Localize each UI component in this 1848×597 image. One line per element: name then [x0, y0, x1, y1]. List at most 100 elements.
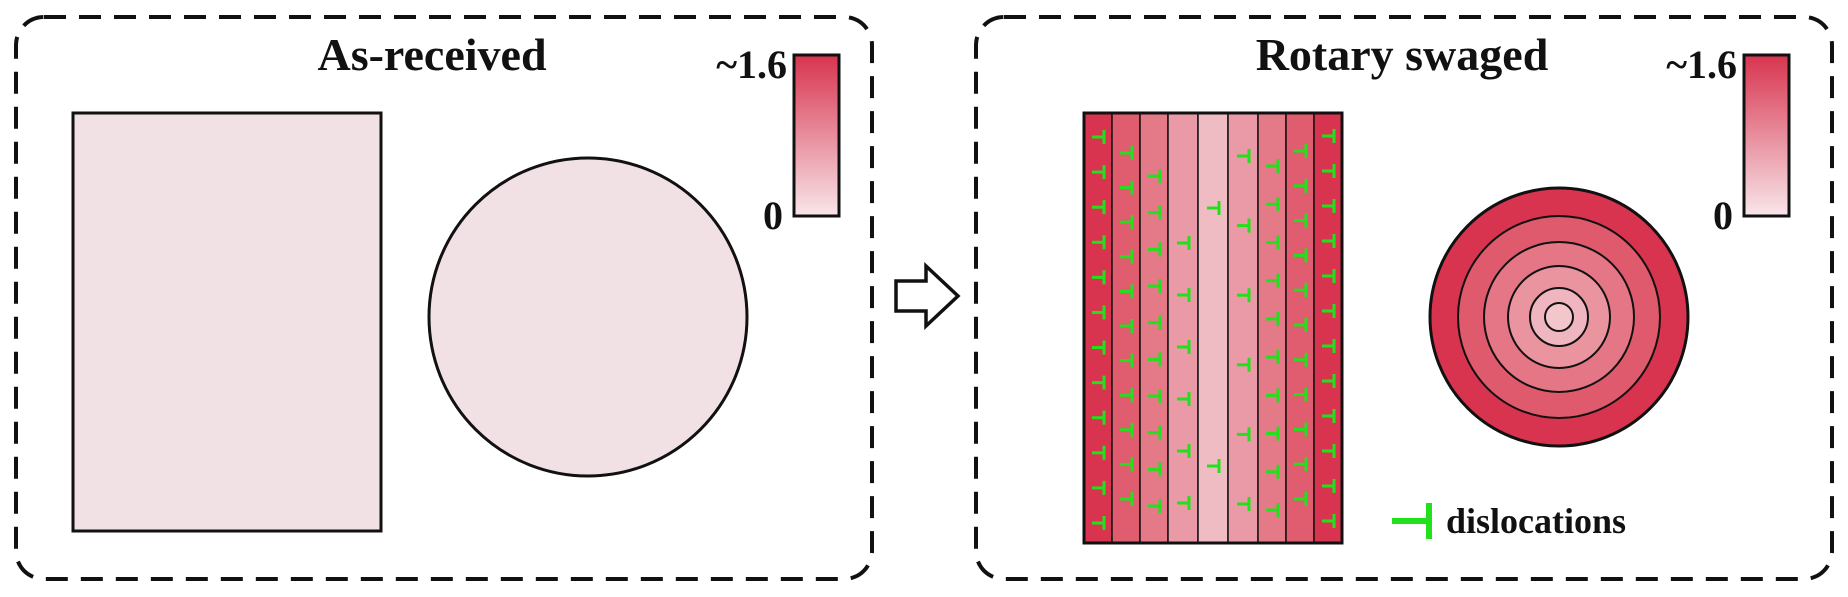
deformation-strip [1257, 112, 1287, 544]
cross-section-ring [1544, 302, 1574, 332]
dislocation-symbol-icon [1177, 288, 1191, 302]
dislocation-symbol-icon [1092, 270, 1106, 285]
dislocation-symbol-icon [1237, 357, 1251, 372]
dislocation-symbol-icon [1294, 352, 1308, 367]
dislocation-symbol-icon [1237, 288, 1251, 303]
dislocation-symbol-icon [1092, 165, 1106, 180]
dislocation-symbol-icon [1266, 159, 1280, 173]
dislocation-symbol-icon [1294, 144, 1308, 158]
dislocation-symbol-icon [1120, 492, 1134, 506]
dislocation-symbol-icon [1237, 149, 1251, 163]
dislocation-symbol-icon [1266, 350, 1280, 365]
dislocation-symbol-icon [1120, 146, 1134, 160]
dislocation-symbol-icon [1294, 492, 1308, 506]
dislocation-symbol-icon [1294, 213, 1308, 228]
dislocation-symbol-icon [1092, 340, 1106, 355]
strain-scale-min-label-left: 0 [763, 193, 783, 238]
deformation-strip [1111, 112, 1141, 544]
dislocation-symbol-icon [1322, 409, 1336, 423]
dislocation-legend-icon [1392, 503, 1432, 539]
dislocation-symbol-icon [1322, 514, 1336, 528]
dislocation-symbol-icon [1092, 305, 1106, 320]
dislocation-symbol-icon [1322, 164, 1336, 178]
dislocation-symbol-icon [1148, 169, 1162, 183]
dislocation-symbol-icon [1092, 480, 1106, 495]
dislocation-symbol-icon [1148, 279, 1162, 293]
rotary-swaged-panel: Rotary swaged ~1.6 0 dislocations [974, 15, 1834, 581]
dislocation-symbol-icon [1120, 215, 1134, 230]
dislocation-symbol-icon [1322, 339, 1336, 353]
dislocation-symbol-icon [1177, 496, 1191, 510]
rotary-swaged-longitudinal-section [1082, 111, 1344, 545]
dislocation-symbol-icon [1120, 353, 1134, 368]
dislocation-symbol-icon [1092, 375, 1106, 390]
dislocation-symbol-icon [1322, 234, 1336, 248]
deformation-strip [1083, 112, 1113, 544]
dislocation-symbol-icon [1237, 218, 1251, 233]
rotary-swaged-cross-section [1428, 186, 1690, 448]
dislocation-symbol-icon [1120, 457, 1134, 472]
dislocation-symbol-icon [1120, 422, 1134, 437]
dislocation-symbol-icon [1266, 235, 1280, 250]
dislocation-symbol-icon [1322, 444, 1336, 458]
dislocation-symbol-icon [1207, 201, 1221, 215]
dislocation-symbol-icon [1294, 178, 1308, 193]
dislocation-symbol-icon [1294, 387, 1308, 402]
dislocation-symbol-icon [1322, 269, 1336, 283]
dislocation-symbol-icon [1322, 129, 1336, 143]
dislocation-symbol-icon [1322, 374, 1336, 388]
dislocation-symbol-icon [1266, 197, 1280, 212]
dislocation-legend-label: dislocations [1446, 501, 1626, 541]
dislocation-symbol-icon [1294, 248, 1308, 263]
dislocation-symbol-icon [1294, 318, 1308, 332]
dislocation-symbol-icon [1148, 462, 1162, 477]
dislocation-symbol-icon [1148, 499, 1162, 513]
strain-scale-bar-right [1742, 53, 1791, 218]
as-received-panel-frame [14, 15, 874, 581]
dislocation-symbol-icon [1148, 352, 1162, 367]
dislocation-symbol-icon [1120, 249, 1134, 264]
dislocation-symbol-icon [1092, 516, 1106, 530]
dislocation-symbol-icon [1237, 497, 1251, 511]
dislocation-symbol-icon [1294, 457, 1308, 472]
dislocation-symbol-icon [1294, 422, 1308, 437]
deformation-strip [1285, 112, 1315, 544]
dislocation-symbol-icon [1294, 283, 1308, 298]
dislocation-symbol-icon [1148, 315, 1162, 330]
dislocation-symbol-icon [1148, 389, 1162, 403]
dislocation-symbol-icon [1177, 236, 1191, 250]
deformation-strip [1197, 112, 1229, 544]
dislocation-symbol-icon [1322, 479, 1336, 493]
dislocation-symbol-icon [1120, 284, 1134, 299]
dislocation-symbol-icon [1092, 410, 1106, 425]
dislocation-symbol-icon [1266, 503, 1280, 517]
dislocation-symbol-icon [1092, 235, 1106, 250]
rotary-swaged-title: Rotary swaged [1256, 29, 1549, 80]
strain-scale-min-label-right: 0 [1713, 193, 1733, 238]
deformation-strip [1313, 112, 1343, 544]
strain-scale-bar-left [792, 53, 841, 218]
dislocation-symbol-icon [1177, 392, 1191, 406]
dislocation-symbol-icon [1237, 427, 1251, 442]
dislocation-symbol-icon [1266, 426, 1280, 441]
dislocation-symbol-icon [1322, 304, 1336, 318]
dislocation-symbol-icon [1120, 180, 1134, 195]
dislocation-symbol-icon [1177, 444, 1191, 458]
as-received-cross-section [427, 156, 749, 478]
dislocation-symbol-icon [1322, 199, 1336, 213]
right-outline-arrow-icon [894, 261, 961, 331]
deformation-strip [1227, 112, 1259, 544]
dislocation-symbol-icon [1092, 445, 1106, 460]
as-received-panel: As-received ~1.6 0 [14, 15, 874, 581]
dislocation-symbol-icon [1120, 388, 1134, 403]
dislocation-symbol-icon [1177, 340, 1191, 354]
dislocation-symbol-icon [1266, 273, 1280, 288]
dislocation-symbol-icon [1266, 464, 1280, 479]
rotary-swaged-panel-frame [974, 15, 1834, 581]
dislocation-symbol-icon [1266, 388, 1280, 403]
deformation-strip [1167, 112, 1199, 544]
strain-scale-max-label-left: ~1.6 [716, 42, 787, 87]
dislocation-symbol-icon [1207, 459, 1221, 473]
dislocation-symbol-icon [1120, 319, 1134, 333]
